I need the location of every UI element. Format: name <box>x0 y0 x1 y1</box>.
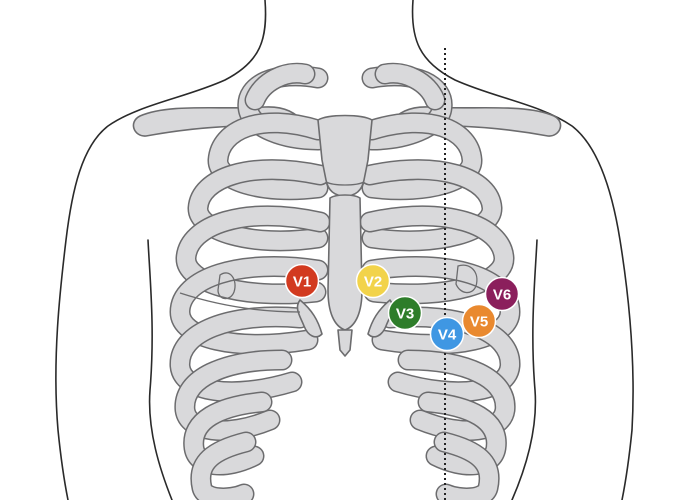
ribs-left <box>169 65 331 500</box>
electrode-v2: V2 <box>355 263 391 299</box>
electrode-v1-label: V1 <box>293 274 311 291</box>
upper-ribs <box>244 62 446 111</box>
electrode-v3-dot <box>387 295 423 331</box>
electrode-v4: V4 <box>429 316 465 352</box>
electrode-v3-label: V3 <box>396 306 414 323</box>
electrode-v6-dot <box>484 276 520 312</box>
lateral-marks <box>179 264 478 313</box>
electrode-v2-dot <box>355 263 391 299</box>
sternum <box>317 114 373 357</box>
electrode-v3: V3 <box>387 295 423 331</box>
electrode-v4-dot <box>429 316 465 352</box>
electrode-v6-label: V6 <box>493 287 511 304</box>
electrode-v6: V6 <box>484 276 520 312</box>
electrode-v1: V1 <box>284 263 320 299</box>
electrode-v5-label: V5 <box>470 314 488 331</box>
electrode-v5-dot <box>461 303 497 339</box>
electrode-v2-label: V2 <box>364 274 382 291</box>
electrode-v4-label: V4 <box>438 327 457 344</box>
body-outline <box>55 0 634 500</box>
electrode-v1-dot <box>284 263 320 299</box>
electrode-v5: V5 <box>461 303 497 339</box>
